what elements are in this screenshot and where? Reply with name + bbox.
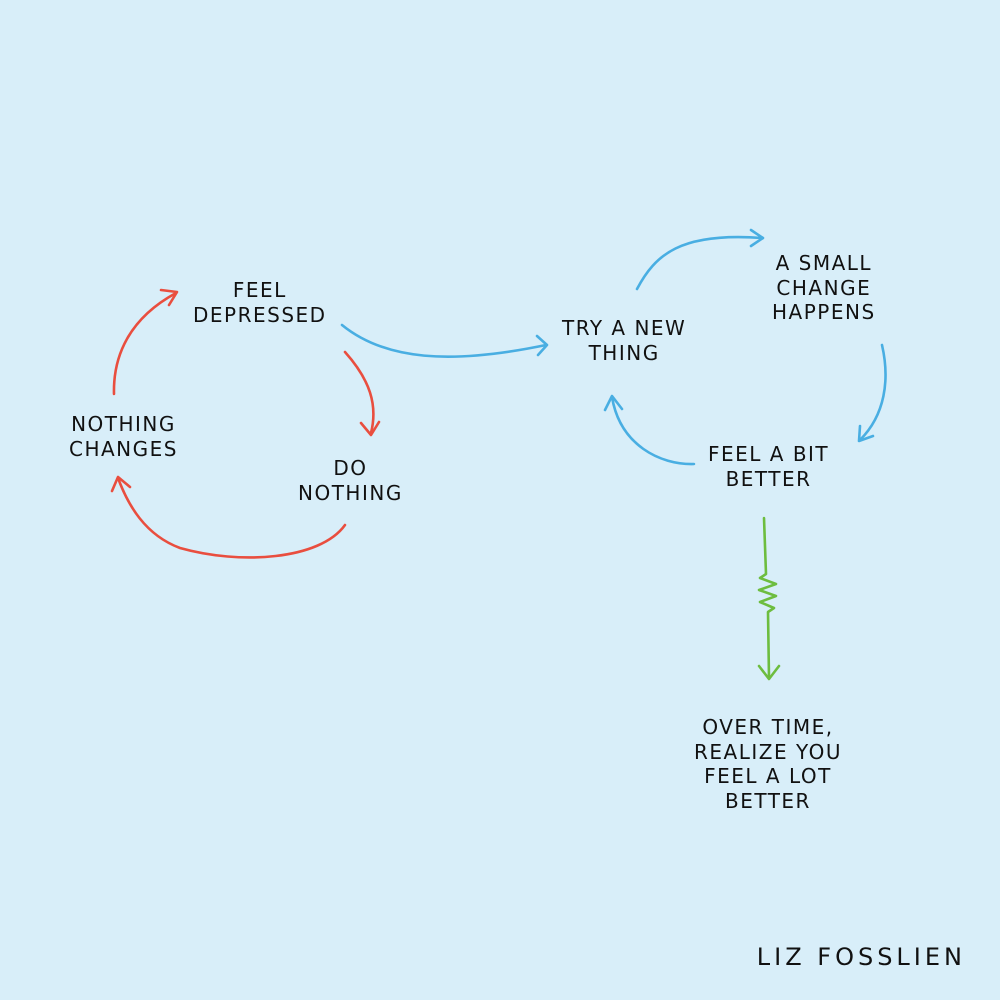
arrow-depressed-to-try-new-thing [340, 323, 549, 358]
node-line: HAPPENS [772, 300, 876, 324]
node-line: FEEL A BIT [708, 442, 830, 466]
arrow-small-change-to-feel-bit-better [857, 343, 887, 443]
node-nothing-changes: NOTHING CHANGES [69, 412, 178, 461]
node-line: CHANGE [776, 275, 872, 300]
arrow-feel-bit-better-to-try-new-thing [603, 394, 696, 466]
node-line: DO [333, 456, 368, 480]
node-try-new-thing: TRY A NEW THING [562, 316, 686, 365]
arrow-nothing-changes-to-depressed [112, 288, 179, 396]
node-feel-bit-better: FEEL A BIT BETTER [708, 442, 829, 491]
node-line: THING [588, 340, 660, 365]
arrow-do-nothing-to-nothing-changes [110, 475, 347, 559]
node-line: BETTER [725, 466, 812, 491]
positive-loop [340, 228, 887, 466]
node-line: TRY A NEW [562, 316, 687, 340]
arrow-depressed-to-do-nothing [343, 350, 381, 437]
node-line: NOTHING [71, 412, 176, 436]
node-line: A SMALL [775, 251, 873, 275]
node-do-nothing: DO NOTHING [298, 456, 403, 505]
arrow-try-new-thing-to-small-change [635, 228, 765, 291]
node-feel-depressed: FEEL DEPRESSED [193, 278, 327, 327]
node-line: NOTHING [298, 480, 403, 505]
node-small-change: A SMALL CHANGE HAPPENS [772, 251, 876, 325]
artist-signature: LIZ FOSSLIEN [756, 943, 966, 971]
node-over-time: OVER TIME, REALIZE YOU FEEL A LOT BETTER [694, 715, 842, 813]
negative-loop [110, 288, 381, 559]
node-line: BETTER [724, 788, 811, 813]
node-line: FEEL A LOT [704, 764, 832, 788]
node-line: OVER TIME, [702, 715, 834, 739]
node-line: FEEL [232, 278, 287, 302]
node-line: REALIZE YOU [694, 739, 842, 764]
long-term-arrow [757, 516, 781, 681]
node-line: CHANGES [69, 436, 178, 461]
node-line: DEPRESSED [193, 302, 327, 327]
